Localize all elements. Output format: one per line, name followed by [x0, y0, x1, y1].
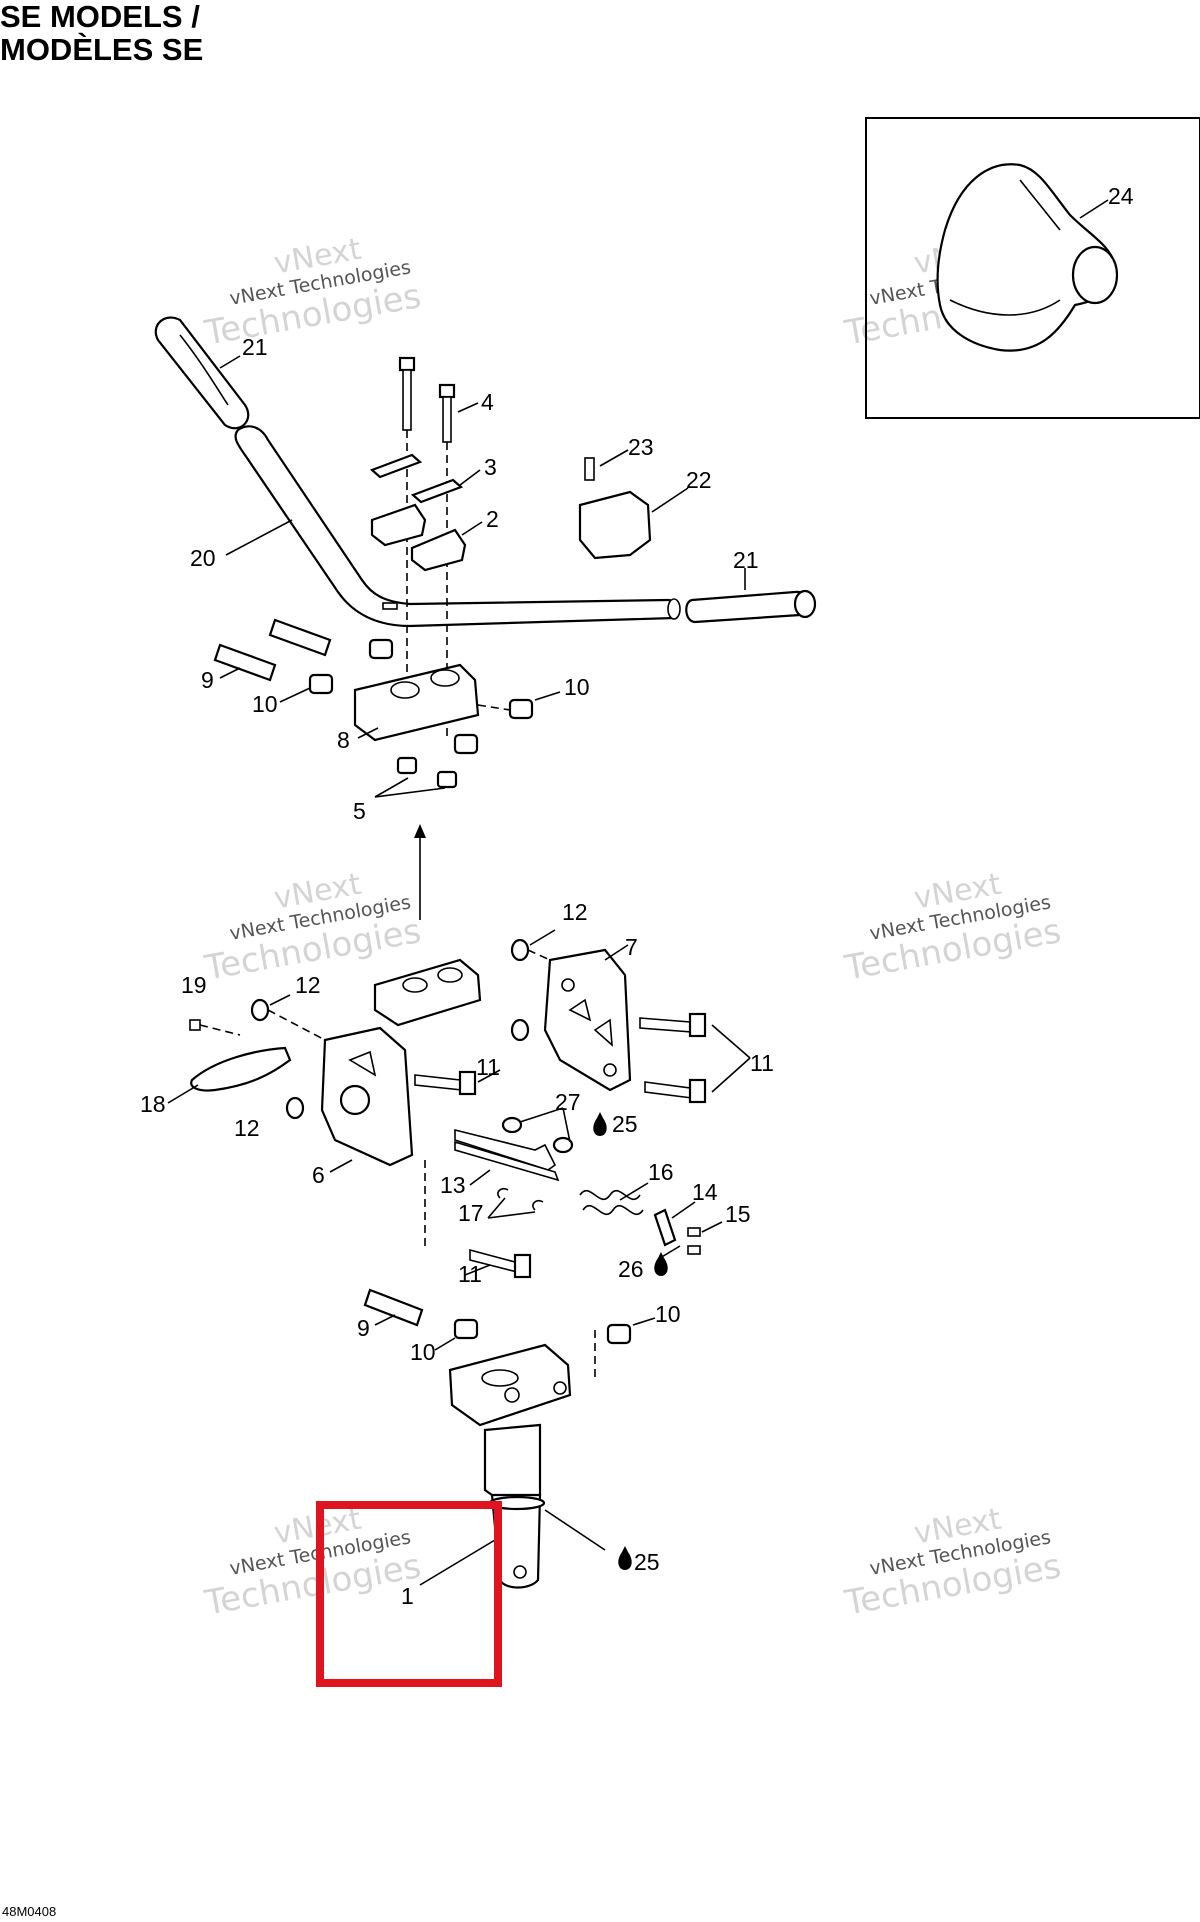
watermark-bottom-right: vNext vNext Technologies Technologies [841, 1502, 1064, 1624]
callout-7: 7 [625, 934, 638, 960]
part-2-clamps [370, 503, 483, 572]
callout-4: 4 [481, 389, 494, 415]
callout-14: 14 [692, 1179, 718, 1205]
part-20-handlebar [225, 425, 681, 628]
part-26-grease-icon [654, 1245, 681, 1276]
page-title-line2: MODÈLES SE [0, 32, 204, 67]
callout-12: 12 [234, 1115, 260, 1141]
part-21-left-grip [154, 316, 250, 430]
watermark-mid-right: vNext vNext Technologies Technologies [841, 867, 1064, 989]
callout-11: 11 [458, 1261, 482, 1287]
part-14-link [653, 1201, 696, 1247]
watermark-top-left: vNext vNext Technologies Technologies [201, 232, 424, 354]
callout-21: 21 [733, 547, 759, 573]
callout-23: 23 [628, 434, 654, 460]
part-10-bushings-lower [434, 1317, 656, 1380]
callout-1: 1 [401, 1583, 414, 1609]
callout-27: 27 [555, 1089, 581, 1115]
callout-21: 21 [242, 334, 268, 360]
callout-3: 3 [484, 454, 497, 480]
callout-25: 25 [612, 1111, 638, 1137]
callout-10: 10 [252, 691, 278, 717]
page-title: SE MODELS / MODÈLES SE [0, 0, 203, 66]
callout-10: 10 [410, 1339, 436, 1365]
part-12-washers [250, 929, 556, 1120]
part-9-pin-lower [363, 1288, 424, 1327]
callout-20: 20 [190, 545, 216, 571]
part-11-bolts [414, 1012, 751, 1279]
assembly-arrow [414, 824, 426, 920]
callout-16: 16 [648, 1159, 674, 1185]
callout-22: 22 [686, 467, 712, 493]
part-25-grease-icon-lower [618, 1546, 632, 1570]
callout-10: 10 [655, 1301, 681, 1327]
part-23-screw [584, 449, 629, 481]
callout-17: 17 [458, 1200, 484, 1226]
part-9-pins-upper [213, 618, 332, 682]
part-6-bracket [320, 1026, 414, 1173]
callout-9: 9 [201, 667, 214, 693]
callout-15: 15 [725, 1201, 751, 1227]
part-21-right-grip [685, 568, 817, 624]
part-5-nuts [374, 756, 458, 798]
callout-13: 13 [440, 1172, 466, 1198]
part-16-spring [579, 1182, 649, 1216]
part-22-throttle-housing [578, 487, 689, 560]
part-10-bushings-upper [279, 638, 561, 755]
watermark-mid-left: vNext vNext Technologies Technologies [201, 867, 424, 989]
part-15-screws [687, 1221, 723, 1255]
callout-12: 12 [295, 972, 321, 998]
callout-18: 18 [140, 1091, 166, 1117]
highlight-box [316, 1501, 502, 1687]
part-1-steering-column [419, 1343, 606, 1589]
callout-5: 5 [353, 798, 366, 824]
callout-24: 24 [1108, 183, 1134, 209]
part-27-washers [501, 1107, 574, 1154]
callout-26: 26 [618, 1256, 644, 1282]
callout-6: 6 [312, 1162, 325, 1188]
part-3-plates [369, 453, 481, 504]
part-17-clips [487, 1187, 544, 1219]
callout-9: 9 [357, 1315, 370, 1341]
callout-19: 19 [181, 972, 207, 998]
part-19-screw [189, 1019, 241, 1036]
callout-25: 25 [634, 1549, 660, 1575]
callout-12: 12 [562, 899, 588, 925]
part-8-riser-block [353, 663, 480, 742]
page-title-line1: SE MODELS / [0, 0, 200, 34]
part-13-shaft [454, 1128, 560, 1186]
drawing-code: 48M0408 [2, 1904, 57, 1919]
part-18-lever [167, 1046, 292, 1104]
callout-10: 10 [564, 674, 590, 700]
callout-2: 2 [486, 506, 499, 532]
part-7-bracket [543, 944, 632, 1092]
inset-box [865, 117, 1200, 419]
watermark-bottom-left: vNext vNext Technologies Technologies [201, 1502, 424, 1624]
callout-8: 8 [337, 727, 350, 753]
part-25-grease-icon-upper [593, 1112, 607, 1136]
callout-11: 11 [750, 1050, 774, 1076]
part-24-handguard [936, 163, 1119, 352]
callout-11: 11 [476, 1054, 500, 1080]
riser-block-ghost [373, 958, 482, 1027]
